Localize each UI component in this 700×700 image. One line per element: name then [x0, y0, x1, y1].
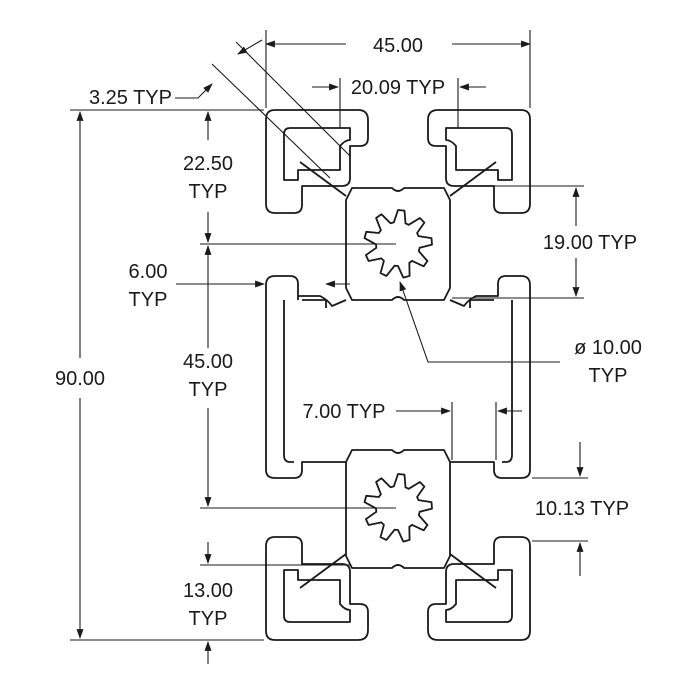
dim-bore-diameter-typ: TYP	[589, 365, 628, 387]
center-bore-lower	[363, 473, 433, 543]
corner-hook-bottom-left	[265, 536, 369, 641]
right-side-wall	[449, 275, 531, 479]
dim-slot-pitch-long-typ: TYP	[189, 379, 228, 401]
left-slot-lip	[297, 296, 327, 308]
diagonal-web-4	[449, 553, 497, 589]
lower-core	[345, 449, 451, 569]
dim-height-overall: 90.00	[55, 368, 105, 390]
dimension-lines	[70, 30, 588, 664]
dim-lip-width-typ: TYP	[129, 289, 168, 311]
dim-bore-diameter: ø 10.00	[574, 337, 642, 359]
dim-end-offset: 13.00	[183, 580, 233, 602]
dim-slot-opening: 20.09 TYP	[351, 77, 445, 99]
dim-slot-pitch-long: 45.00	[183, 351, 233, 373]
corner-hook-bottom-right	[427, 536, 531, 641]
corner-hook-top-right	[427, 109, 531, 214]
extrusion-profile	[265, 109, 531, 641]
center-bore-upper	[363, 209, 433, 279]
dim-lip-width: 6.00	[129, 261, 168, 283]
dimension-labels: 45.00 3.25 TYP 20.09 TYP 90.00 22.50 TYP…	[55, 35, 642, 630]
dim-core-size: 19.00 TYP	[543, 232, 637, 254]
diagonal-web-1	[299, 161, 347, 197]
diagonal-web-2	[449, 161, 497, 197]
upper-core	[345, 187, 451, 301]
diagonal-web-3	[299, 553, 347, 589]
dim-slot-pitch-short-typ: TYP	[189, 181, 228, 203]
dim-wall-thickness: 3.25 TYP	[89, 87, 172, 109]
right-slot-lip	[469, 299, 494, 308]
dim-end-offset-typ: TYP	[189, 608, 228, 630]
dim-slot-width: 7.00 TYP	[302, 401, 385, 423]
left-side-wall	[265, 275, 347, 479]
dim-slot-pitch-short: 22.50	[183, 153, 233, 175]
dim-slot-depth: 10.13 TYP	[535, 498, 629, 520]
dim-width-overall: 45.00	[373, 35, 423, 57]
corner-hook-top-left	[265, 109, 369, 214]
